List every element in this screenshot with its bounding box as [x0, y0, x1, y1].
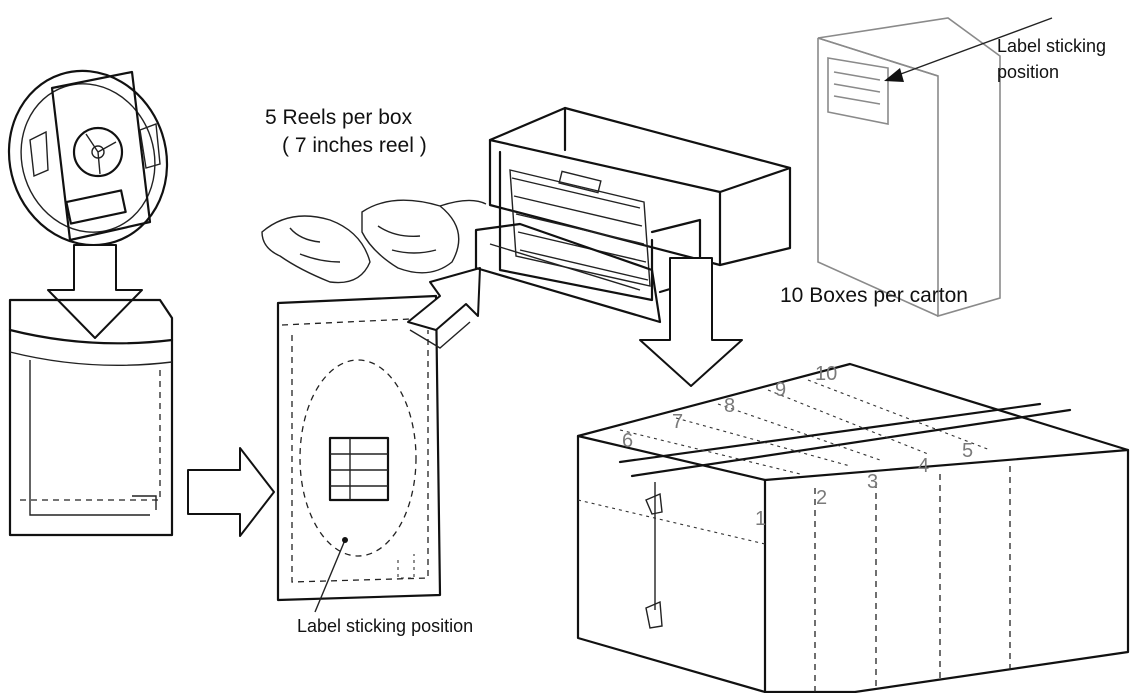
carton-number: 2 — [816, 487, 827, 509]
carton — [576, 362, 1130, 693]
labeled-box — [817, 17, 1053, 318]
carton-number: 3 — [867, 471, 878, 493]
arrow-box-to-carton — [639, 257, 743, 387]
labeled-bag — [276, 294, 442, 613]
arrow-to-reel-box — [407, 267, 481, 331]
carton-number: 8 — [724, 395, 735, 417]
boxes-per-carton-label: 10 Boxes per carton — [780, 284, 968, 307]
hands-illustration — [261, 199, 487, 284]
carton-number: 6 — [622, 430, 633, 452]
label-sticking-bottom: Label sticking position — [297, 616, 473, 636]
carton-number: 1 — [755, 508, 766, 530]
carton-number: 7 — [672, 411, 683, 433]
arrow-reel-to-bag — [47, 244, 143, 339]
label-grid — [328, 436, 390, 502]
reel — [7, 69, 169, 247]
arrow-bag-to-labeled-bag — [187, 447, 275, 537]
reel-size-label: ( 7 inches reel ) — [282, 134, 427, 157]
reels-per-box-label: 5 Reels per box — [265, 106, 413, 129]
reel-box — [474, 106, 792, 324]
moisture-bag — [8, 298, 174, 537]
carton-number: 10 — [815, 363, 837, 385]
carton-number: 5 — [962, 440, 973, 462]
carton-number: 9 — [775, 379, 786, 401]
label-sticking-top-line2: position — [997, 62, 1059, 82]
carton-number: 4 — [918, 455, 929, 477]
label-sticking-top-line1: Label sticking — [997, 36, 1106, 56]
